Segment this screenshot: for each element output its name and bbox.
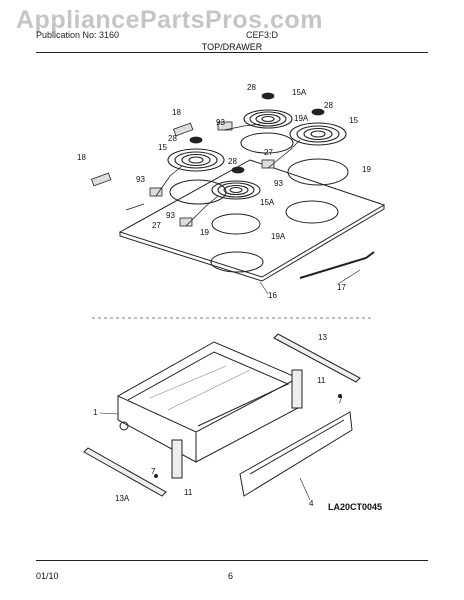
drawer-front-side bbox=[117, 396, 197, 463]
callout-19: 19 bbox=[362, 165, 371, 174]
callout-27: 27 bbox=[152, 221, 161, 230]
page-header: Publication No: 3160 CEF3:D TOP/DRAWER bbox=[36, 30, 428, 52]
bracket-11 bbox=[291, 369, 303, 409]
callout-28: 28 bbox=[168, 134, 177, 143]
page-number: 6 bbox=[228, 571, 234, 581]
callout-28: 28 bbox=[247, 83, 256, 92]
screw-7 bbox=[154, 474, 158, 478]
bracket-18 bbox=[91, 172, 112, 187]
callout-28: 28 bbox=[324, 101, 333, 110]
burner-opening bbox=[210, 251, 264, 273]
diagram-code: LA20CT0045 bbox=[328, 502, 383, 512]
cooktop-outline bbox=[118, 159, 386, 278]
footer-rule bbox=[36, 560, 428, 561]
callout-7: 7 bbox=[151, 467, 156, 476]
receptacle-93 bbox=[261, 159, 275, 169]
callout-15a: 15A bbox=[292, 88, 307, 97]
header-rule bbox=[36, 52, 428, 53]
bracket-18 bbox=[173, 122, 194, 137]
watermark: AppliancePartsPros.com bbox=[16, 6, 323, 34]
burner-opening bbox=[285, 200, 339, 224]
model-number: CEF3:D bbox=[246, 30, 279, 40]
callout-93: 93 bbox=[274, 179, 283, 188]
callout-15: 15 bbox=[158, 143, 167, 152]
bracket-11 bbox=[171, 439, 183, 479]
slide-rail-13a bbox=[83, 447, 167, 497]
callout-15: 15 bbox=[349, 116, 358, 125]
callout-15a: 15A bbox=[260, 198, 275, 207]
callout-7: 7 bbox=[338, 396, 343, 405]
callout-11: 11 bbox=[184, 488, 193, 497]
cooktop-edge bbox=[119, 205, 385, 282]
coil-element-15-right bbox=[289, 122, 347, 146]
callout-28: 28 bbox=[228, 157, 237, 166]
callout-19: 19 bbox=[200, 228, 209, 237]
receptacle-93 bbox=[149, 187, 163, 197]
callout-19a: 19A bbox=[294, 114, 309, 123]
page-title: TOP/DRAWER bbox=[201, 42, 263, 52]
callout-93: 93 bbox=[166, 211, 175, 220]
coil-element-15a-rear bbox=[243, 109, 293, 129]
callout-17: 17 bbox=[337, 283, 346, 292]
callout-4: 4 bbox=[309, 499, 314, 508]
callout-18: 18 bbox=[77, 153, 86, 162]
trim-rod-17 bbox=[299, 251, 375, 279]
coil-element-15a-front bbox=[211, 180, 261, 200]
callout-16: 16 bbox=[268, 291, 277, 300]
footer-date: 01/10 bbox=[36, 571, 59, 581]
slide-rail-13 bbox=[273, 333, 361, 383]
coil-element-15-left bbox=[167, 148, 225, 172]
trim-ring-28 bbox=[261, 92, 275, 100]
callout-93: 93 bbox=[216, 118, 225, 127]
callout-11: 11 bbox=[317, 376, 326, 385]
callout-18: 18 bbox=[172, 108, 181, 117]
callout-1: 1 bbox=[93, 408, 98, 417]
drawer-front-panel bbox=[239, 411, 353, 497]
callout-13a: 13A bbox=[115, 494, 130, 503]
callout-27: 27 bbox=[264, 148, 273, 157]
callout-19a: 19A bbox=[271, 232, 286, 241]
screw-7 bbox=[338, 394, 342, 398]
callout-93: 93 bbox=[136, 175, 145, 184]
callout-13: 13 bbox=[318, 333, 327, 342]
publication-number: Publication No: 3160 bbox=[36, 30, 120, 40]
